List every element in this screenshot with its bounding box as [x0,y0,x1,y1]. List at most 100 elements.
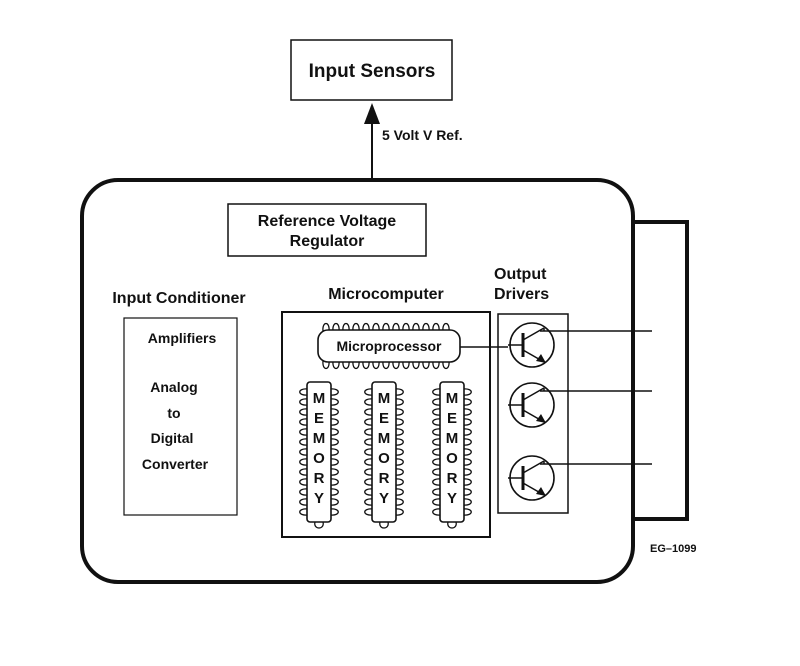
chip-pin [364,458,374,466]
chip-pin [352,322,360,332]
chip-pin [432,498,442,506]
chip-pin [432,478,442,486]
chip-pin [432,438,442,446]
chip-pin [402,360,410,370]
chip-pin [329,418,339,426]
memory-letter: O [378,450,390,467]
chip-pin [329,438,339,446]
chip-pin [432,360,440,370]
chip-pin [394,478,404,486]
chip-pin [372,322,380,332]
memory-chip: M E M O R Y [432,381,472,529]
output-drivers-title-line2: Drivers [494,286,549,303]
memory-letter: M [446,430,459,447]
chip-pin [299,428,309,436]
chip-pin [364,428,374,436]
chip-pin [462,408,472,416]
converter-label-line2: to [167,405,180,421]
chip-pin [394,398,404,406]
chip-pin [364,448,374,456]
transistor-symbol [508,455,652,501]
chip-pin [462,508,472,516]
chip-pin [394,508,404,516]
memory-letter: E [379,410,389,427]
chip-pin [447,521,457,529]
chip-pin [462,438,472,446]
chip-pin [394,458,404,466]
chip-pin [299,498,309,506]
chip-pin [394,418,404,426]
memory-letter: M [313,430,326,447]
chip-pin [329,388,339,396]
memory-letter: E [314,410,324,427]
chip-pin [394,498,404,506]
memory-letter: E [447,410,457,427]
chip-pin [462,498,472,506]
memory-letter: M [446,390,459,407]
chip-pin [322,322,330,332]
transistor-group [508,322,652,501]
memory-letter: R [314,470,325,487]
reference-voltage-label: 5 Volt V Ref. [382,127,463,143]
chip-pin [352,360,360,370]
memory-chip-body [439,381,465,523]
chip-pin [394,438,404,446]
chip-pin [332,360,340,370]
memory-letter: R [447,470,458,487]
transistor-symbol [508,382,652,428]
memory-chip-body [306,381,332,523]
memory-chip-pins [364,388,404,529]
chip-pin [432,468,442,476]
chip-pin [329,478,339,486]
microprocessor-label: Microprocessor [336,338,442,354]
chip-pin [432,388,442,396]
chip-pin [299,398,309,406]
output-drivers-box [497,313,569,514]
chip-pin [362,322,370,332]
memory-chip-body [371,381,397,523]
chip-pin [432,448,442,456]
microprocessor-chip [317,329,461,363]
chip-pin [432,398,442,406]
chip-pin [299,478,309,486]
converter-label-line3: Digital [151,430,194,446]
chip-pin [364,508,374,516]
chip-pin [299,508,309,516]
chip-pin [432,408,442,416]
input-sensors-label: Input Sensors [309,61,436,82]
chip-pin [314,521,324,529]
chip-pin [364,468,374,476]
chip-pin [329,398,339,406]
chip-pin [364,408,374,416]
chip-pin [299,458,309,466]
output-drivers-title-line1: Output [494,266,547,283]
chip-pin [432,418,442,426]
chip-pin [329,498,339,506]
chip-pin [364,478,374,486]
microcomputer-title: Microcomputer [328,286,444,303]
chip-pin [394,428,404,436]
chip-pin [462,468,472,476]
converter-label-line4: Converter [142,456,209,472]
chip-pin [412,360,420,370]
memory-chip-pins [299,388,339,529]
input-conditioner-box [123,317,238,516]
chip-pin [462,418,472,426]
chip-pin [299,468,309,476]
memory-chip-pins [432,388,472,529]
chip-pin [329,448,339,456]
chip-pin [432,508,442,516]
memory-chip: M E M O R Y [299,381,339,529]
memory-letter: M [378,430,391,447]
converter-label-line1: Analog [150,379,197,395]
chip-pin [432,458,442,466]
chip-pin [462,448,472,456]
memory-chip: M E M O R Y [364,381,404,529]
chip-pin [382,322,390,332]
reference-voltage-arrowhead [364,103,380,124]
chip-pin [329,458,339,466]
memory-letter: O [446,450,458,467]
chip-pin [462,488,472,496]
chip-pin [462,478,472,486]
